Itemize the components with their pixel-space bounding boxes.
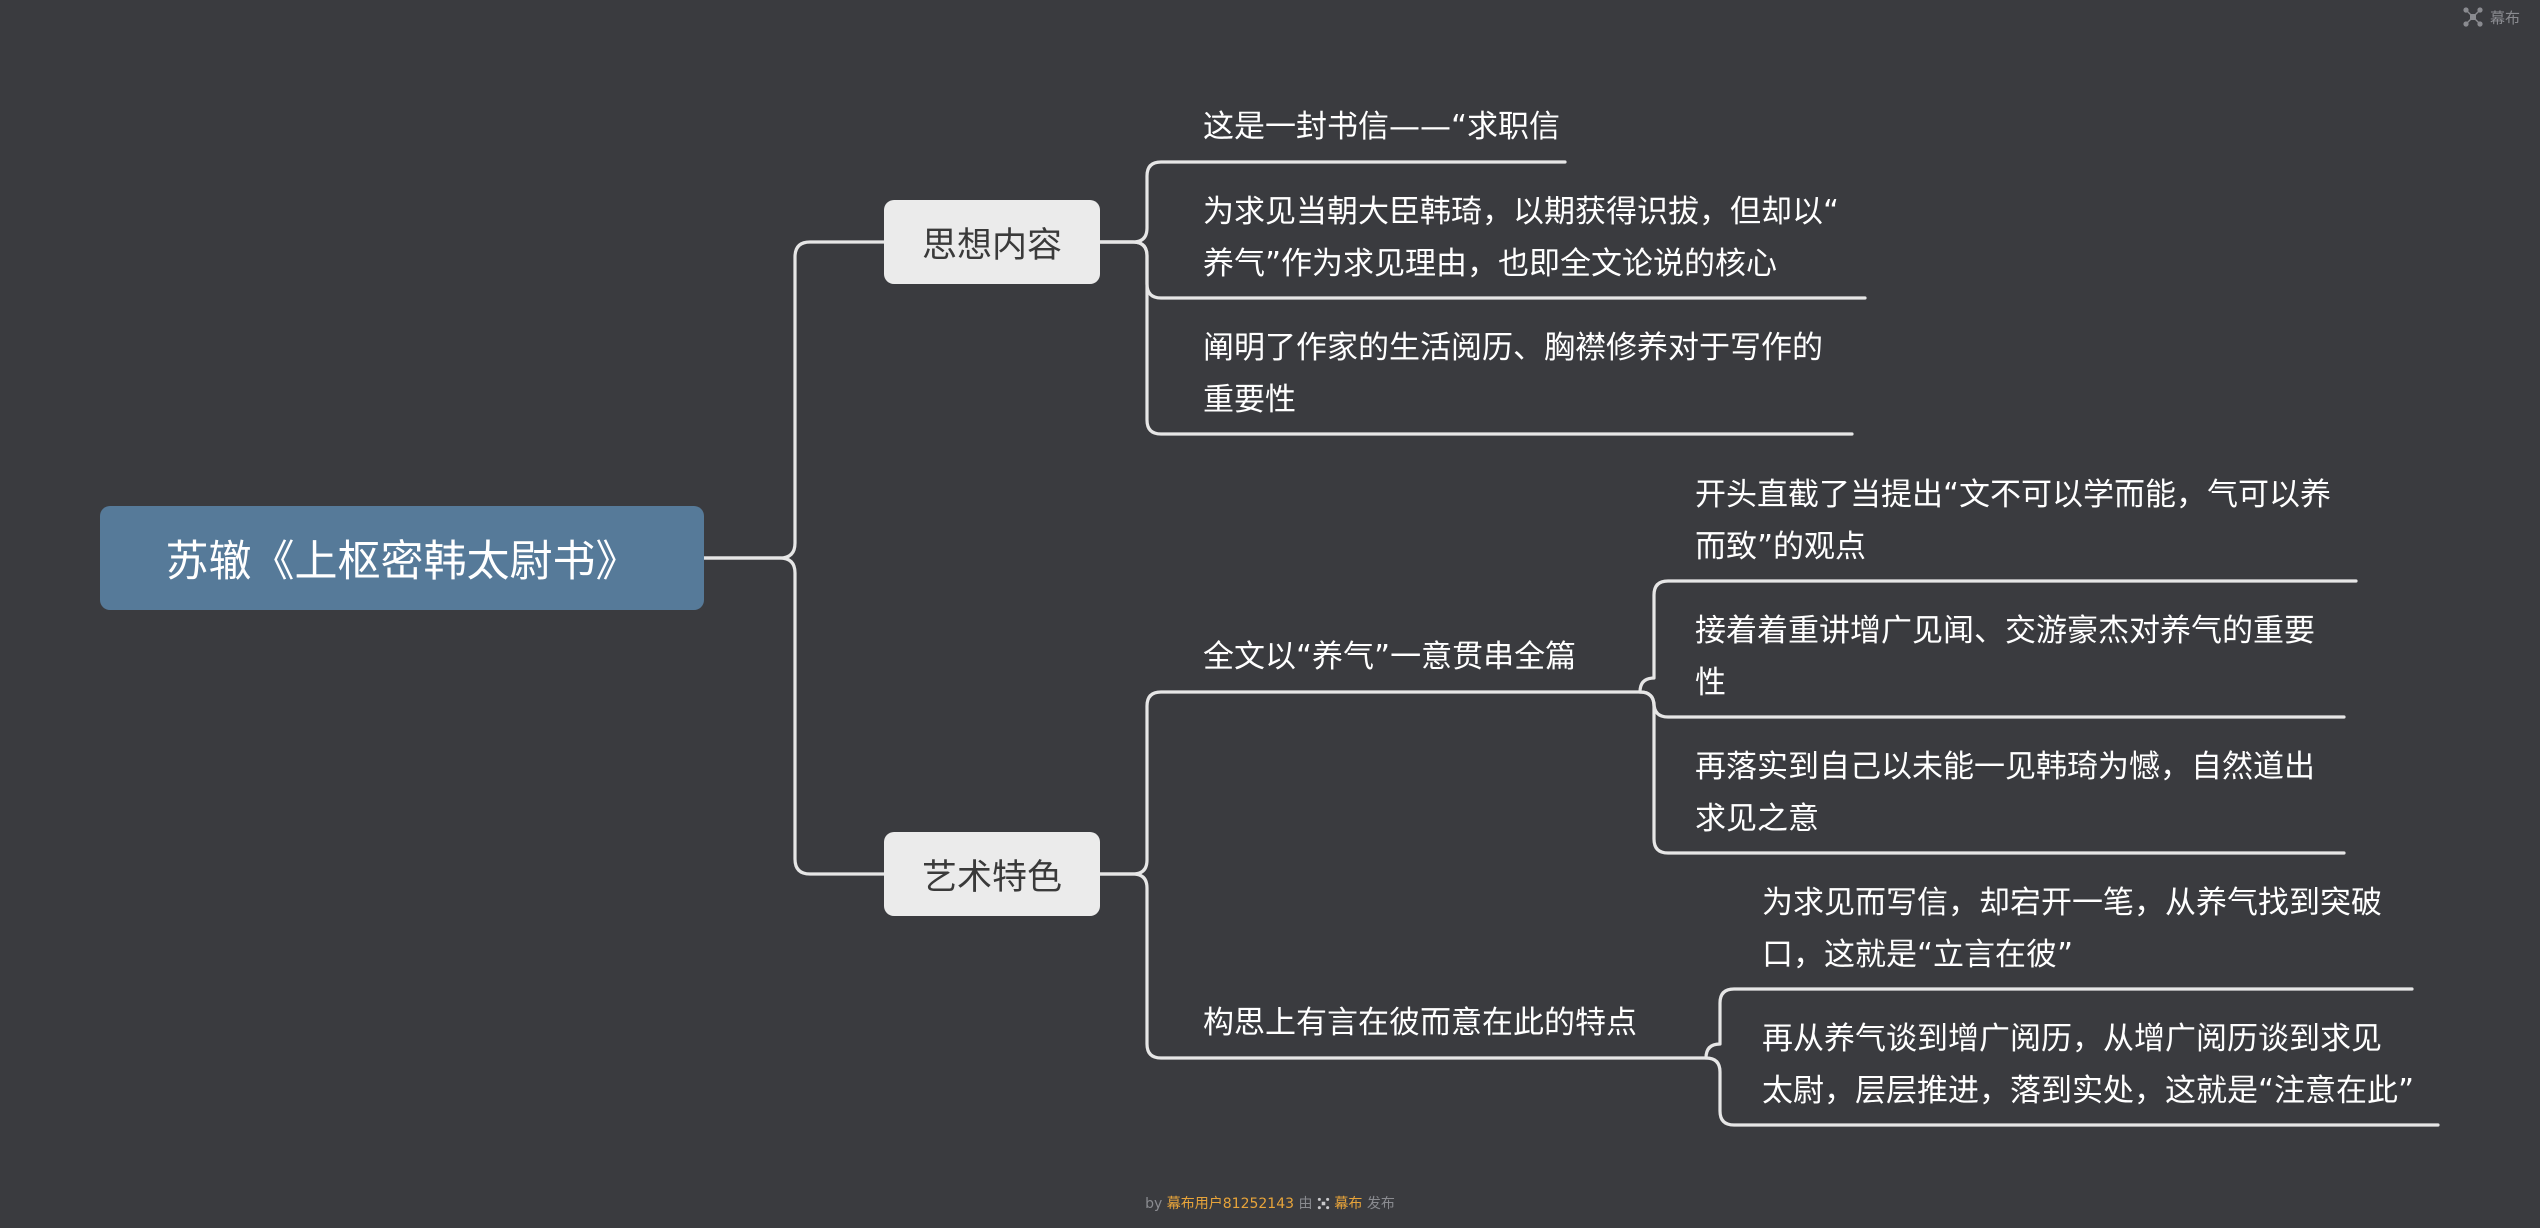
root-topic[interactable]: 苏辙《上枢密韩太尉书》 <box>100 506 704 610</box>
subtopic-art1-2[interactable]: 接着着重讲增广见闻、交游豪杰对养气的重要 性 <box>1695 605 2315 709</box>
footer-brand-link[interactable]: 幕布 <box>1334 1196 1363 1212</box>
connector-art1-1 <box>1638 579 2358 694</box>
subtopic-line: 求见之意 <box>1695 801 1819 837</box>
subtopic-art2-2[interactable]: 再从养气谈到增广阅历，从增广阅历谈到求见 太尉，层层推进，落到实处，这就是“注意… <box>1762 1013 2414 1117</box>
brand-badge[interactable]: 幕布 <box>2462 6 2520 28</box>
subtopic-thought-2[interactable]: 为求见当朝大臣韩琦，以期获得识拔，但却以“ 养气”作为求见理由，也即全文论说的核… <box>1203 186 1839 290</box>
connector-art-2 <box>1098 872 1708 1060</box>
subtopic-line: 口，这就是“立言在彼” <box>1762 937 2074 973</box>
footer-via: 由 <box>1298 1196 1313 1212</box>
connector-thought-3 <box>1098 240 1854 436</box>
subtopic-thought-1[interactable]: 这是一封书信——“求职信 <box>1203 101 1560 153</box>
footer-publish: 发布 <box>1366 1196 1395 1212</box>
brand-name: 幕布 <box>2489 8 2520 27</box>
connector-art1-3 <box>1638 690 2346 855</box>
subtopic-art1-1[interactable]: 开头直截了当提出“文不可以学而能，气可以养 而致”的观点 <box>1695 469 2331 573</box>
subtopic-line: 接着着重讲增广见闻、交游豪杰对养气的重要 <box>1695 613 2315 649</box>
subtopic-art1-3[interactable]: 再落实到自己以未能一见韩琦为憾，自然道出 求见之意 <box>1695 741 2315 845</box>
footer-by: by <box>1145 1196 1163 1212</box>
subtopic-line: 为求见当朝大臣韩琦，以期获得识拔，但却以“ <box>1203 194 1840 230</box>
main-topic-artistic-features[interactable]: 艺术特色 <box>884 832 1100 916</box>
subtopic-line: 性 <box>1695 665 1726 701</box>
root-topic-label: 苏辙《上枢密韩太尉书》 <box>165 537 639 587</box>
subtopic-line: 太尉，层层推进，落到实处，这就是“注意在此” <box>1762 1073 2415 1109</box>
subtopic-line: 这是一封书信——“求职信 <box>1203 109 1561 145</box>
subtopic-line: 养气”作为求见理由，也即全文论说的核心 <box>1203 246 1778 282</box>
mubu-logo-icon <box>1317 1197 1330 1210</box>
subtopic-art-2[interactable]: 构思上有言在彼而意在此的特点 <box>1203 997 1637 1049</box>
subtopic-line: 重要性 <box>1203 382 1296 418</box>
main-topic-label: 思想内容 <box>921 225 1062 266</box>
subtopic-line: 阐明了作家的生活阅历、胸襟修养对于写作的 <box>1203 330 1823 366</box>
subtopic-line: 为求见而写信，却宕开一笔，从养气找到突破 <box>1762 885 2382 921</box>
footer-user-link[interactable]: 幕布用户81252143 <box>1166 1196 1295 1212</box>
subtopic-line: 而致”的观点 <box>1695 529 1867 565</box>
connector-root-to-art <box>702 556 886 876</box>
subtopic-art-1[interactable]: 全文以“养气”一意贯串全篇 <box>1203 631 1576 683</box>
subtopic-line: 再从养气谈到增广阅历，从增广阅历谈到求见 <box>1762 1021 2382 1057</box>
footer-credit: by 幕布用户81252143 由 幕布 发布 <box>0 1193 2540 1213</box>
subtopic-line: 全文以“养气”一意贯串全篇 <box>1203 639 1577 675</box>
connector-art2-1 <box>1704 987 2414 1060</box>
main-topic-label: 艺术特色 <box>921 857 1062 898</box>
subtopic-thought-3[interactable]: 阐明了作家的生活阅历、胸襟修养对于写作的 重要性 <box>1203 322 1823 426</box>
main-topic-thought-content[interactable]: 思想内容 <box>884 200 1100 284</box>
connector-art2-2 <box>1704 1056 2440 1127</box>
subtopic-line: 再落实到自己以未能一见韩琦为憾，自然道出 <box>1695 749 2315 785</box>
subtopic-line: 开头直截了当提出“文不可以学而能，气可以养 <box>1695 477 2332 513</box>
subtopic-art2-1[interactable]: 为求见而写信，却宕开一笔，从养气找到突破 口，这就是“立言在彼” <box>1762 877 2382 981</box>
mubu-logo-icon <box>2463 7 2483 27</box>
connector-art-1 <box>1098 690 1642 876</box>
connector-root-to-thought <box>702 240 886 560</box>
subtopic-line: 构思上有言在彼而意在此的特点 <box>1203 1005 1637 1041</box>
